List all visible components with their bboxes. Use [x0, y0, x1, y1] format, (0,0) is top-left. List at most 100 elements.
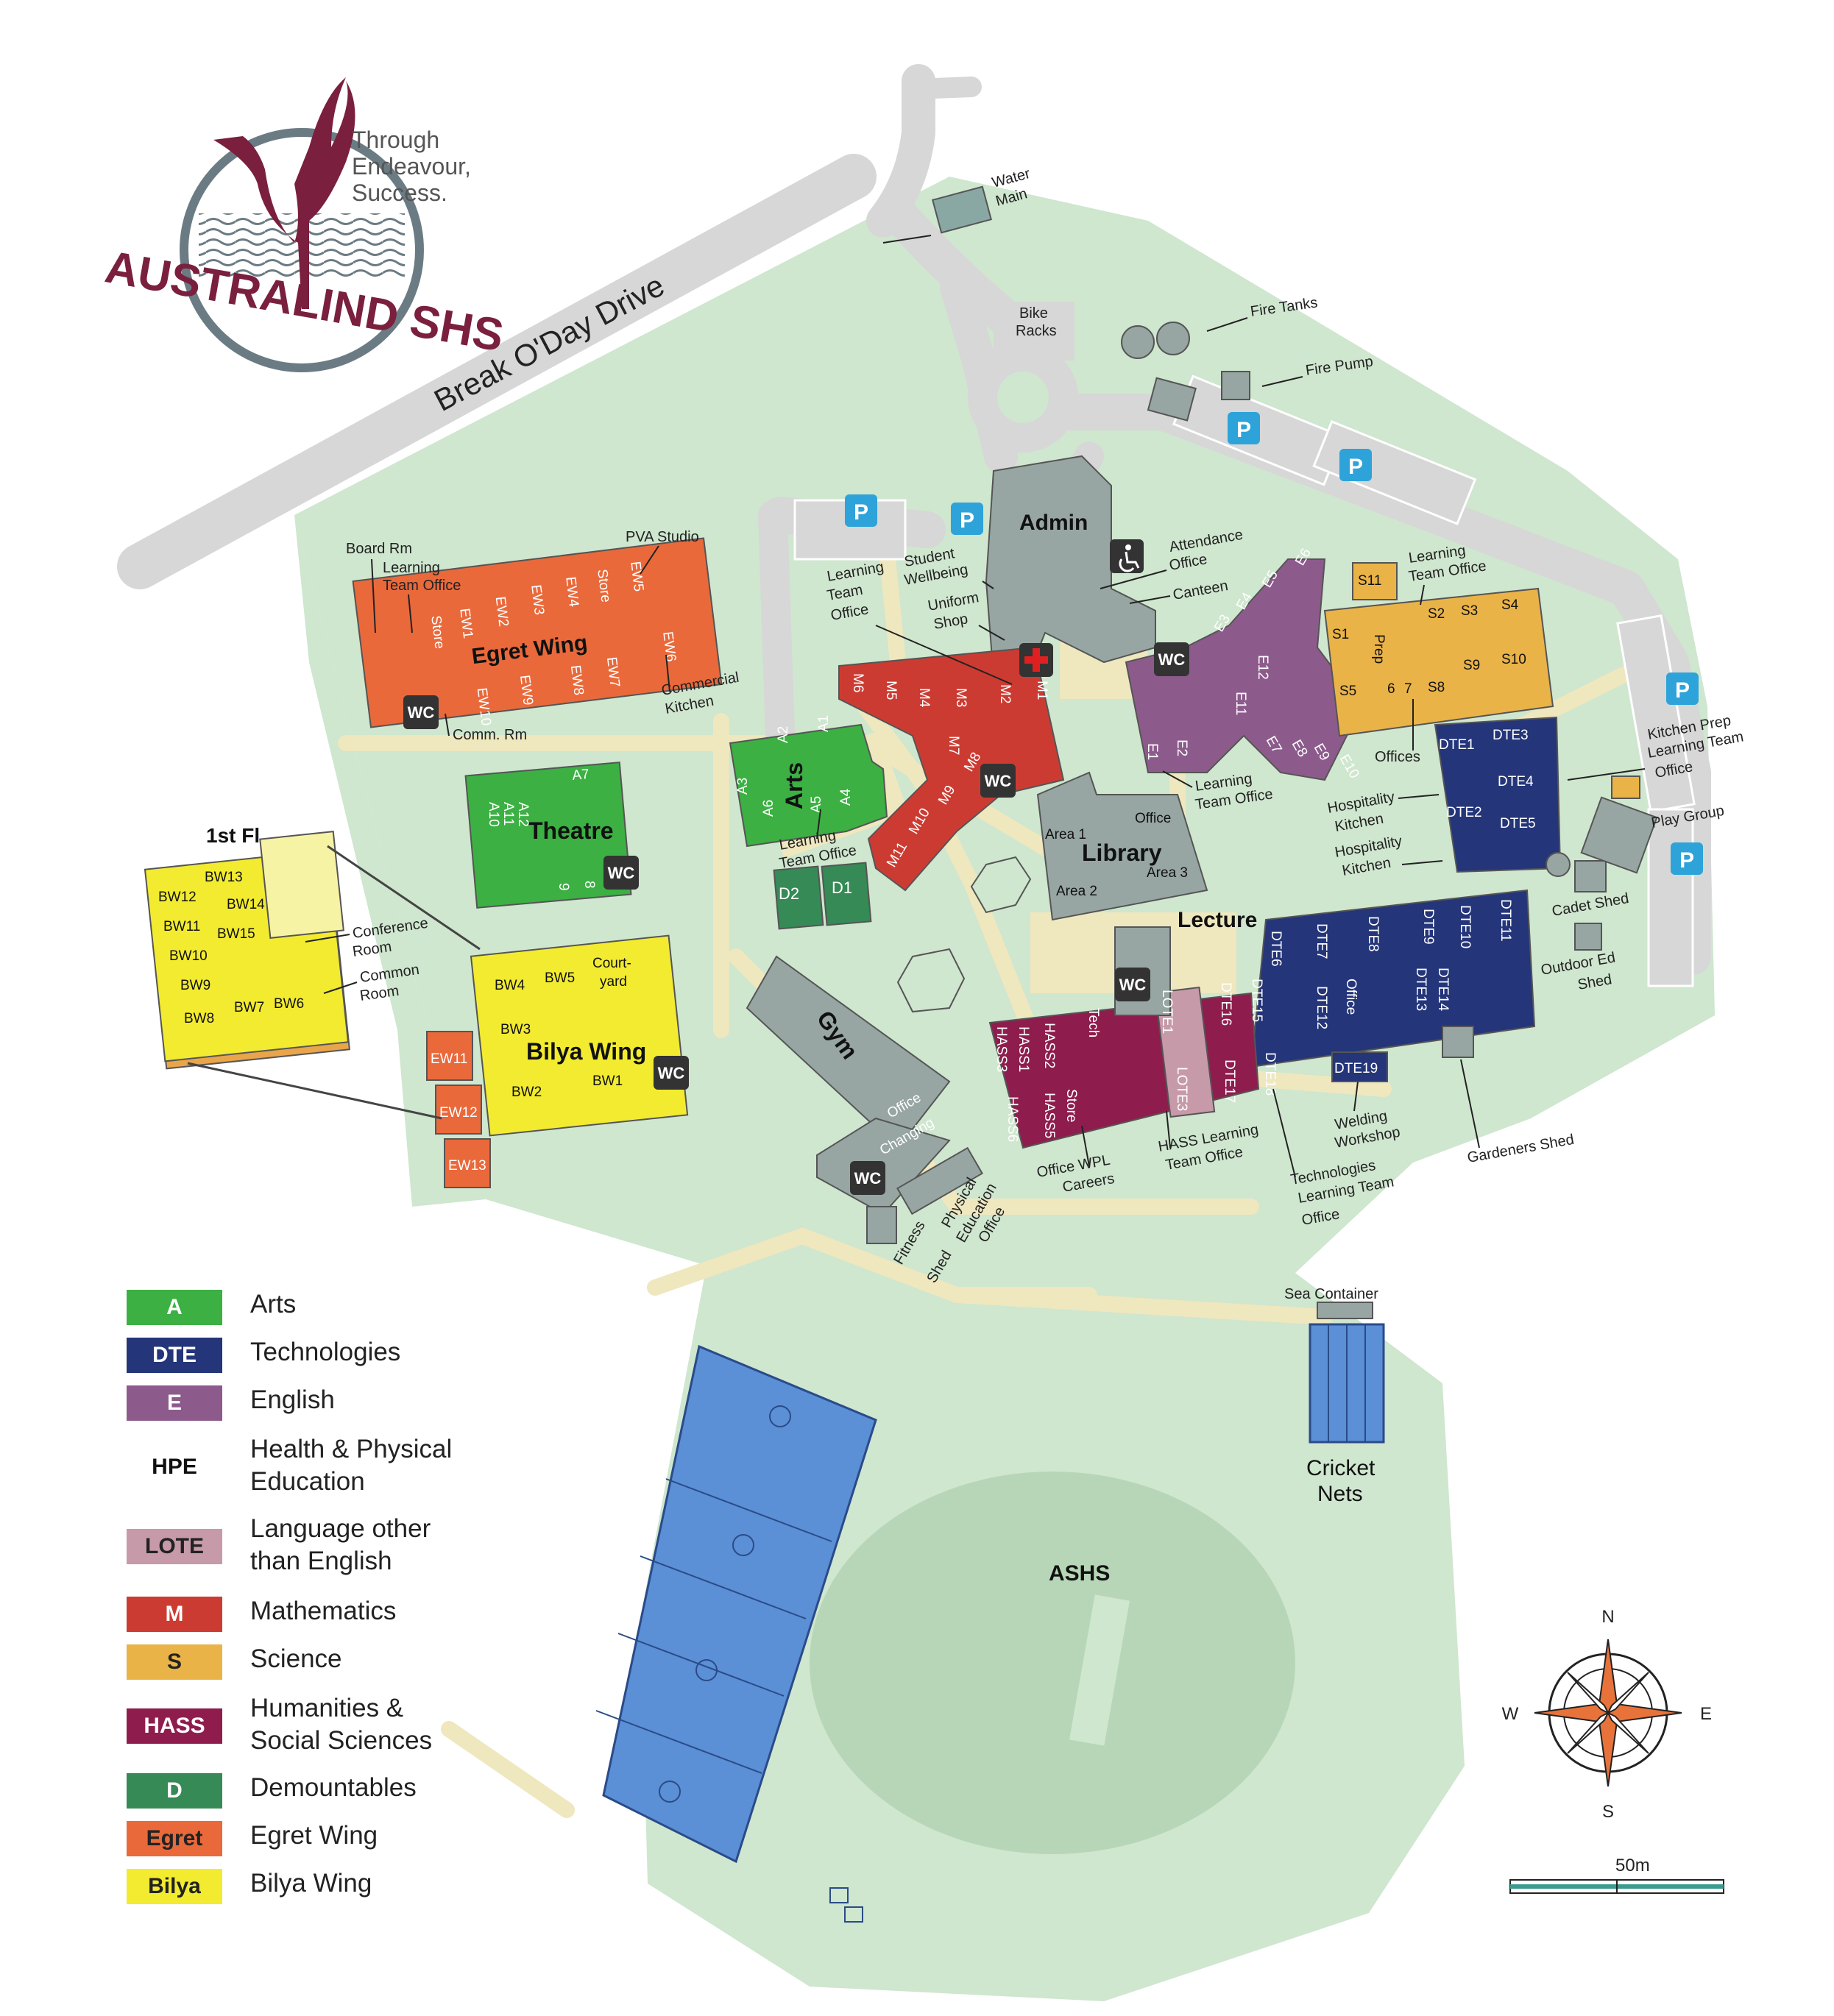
room-label: 6: [1387, 681, 1395, 697]
room-label: EW6: [659, 631, 679, 662]
gazebo: [896, 948, 966, 1013]
fire-tank: [1121, 325, 1155, 359]
oval: [810, 1472, 1295, 1854]
room-label: DTE7: [1314, 923, 1329, 959]
room-label: EW7: [603, 656, 623, 688]
room-label: DTE8: [1365, 916, 1381, 952]
theatre-building: [464, 762, 632, 909]
room-label: BW6: [274, 996, 304, 1012]
room-label: DTE17: [1222, 1060, 1237, 1103]
room-label: BW2: [511, 1085, 542, 1100]
library-building: [1036, 771, 1208, 921]
dte-block-east: [1250, 889, 1536, 1068]
gardeners-shed: [1442, 1026, 1474, 1058]
wc-icon: WC: [980, 764, 1016, 798]
room-label: LOTE3: [1174, 1067, 1189, 1111]
wc-icon: WC: [654, 1056, 689, 1090]
room-label: M2: [997, 684, 1013, 703]
legend-swatch: M: [127, 1597, 222, 1632]
room-label: EW1: [456, 608, 475, 639]
room-label: BW10: [169, 948, 208, 964]
science-s11: [1352, 562, 1398, 600]
callout: Board Rm: [346, 541, 412, 557]
parking-icon: P: [1228, 412, 1260, 444]
room-label: S11: [1358, 573, 1381, 589]
accessibility-icon: [1110, 539, 1144, 573]
room-label: M4: [916, 688, 932, 708]
first-floor-title: 1st Fl: [206, 824, 260, 847]
room-label: Area 2: [1056, 884, 1097, 899]
room-label: S10: [1501, 652, 1526, 667]
parking-markers: P P P P P P: [845, 412, 1703, 875]
room-label: BW13: [205, 870, 243, 885]
pe-office: [896, 1146, 983, 1215]
room-label: BW11: [163, 919, 200, 934]
egret-room-ew12: [435, 1085, 482, 1135]
room-label: yard: [600, 974, 627, 990]
compass-north: N: [1601, 1607, 1614, 1627]
room-label: DTE16: [1218, 982, 1233, 1026]
school-logo: AUSTRALIND SHS: [102, 77, 507, 372]
room-label: S9: [1463, 658, 1480, 673]
wc-icon: WC: [403, 695, 439, 729]
legend-label: Technologies: [250, 1338, 401, 1366]
gym-building: [746, 955, 951, 1149]
gazebo: [970, 856, 1032, 914]
callout: PVA Studio: [626, 529, 699, 545]
play-group: [1580, 796, 1658, 874]
room-label: BW14: [227, 897, 265, 912]
legend-swatch: DTE: [127, 1338, 222, 1373]
svg-text:WC: WC: [1158, 650, 1186, 669]
room-label: M3: [953, 688, 969, 707]
arts-title: Arts: [781, 762, 807, 809]
room-label: DTE2: [1446, 805, 1482, 820]
room-label: EW13: [448, 1158, 486, 1174]
cadet-shed: [1574, 860, 1607, 892]
bilya-first-floor-inset: [144, 831, 481, 1120]
school-motto: Through Endeavour, Success.: [352, 127, 471, 206]
room-label: DTE3: [1493, 728, 1529, 743]
room-label: A12: [515, 802, 531, 827]
room-label: EW5: [627, 561, 646, 592]
legend-label: Mathematics: [250, 1597, 397, 1625]
room-label: BW12: [158, 890, 196, 905]
room-label: A2: [776, 726, 791, 743]
maths-building: [838, 646, 1065, 892]
room-label: DTE10: [1457, 905, 1473, 948]
svg-text:WC: WC: [408, 703, 435, 722]
motto-line: Endeavour,: [352, 153, 471, 180]
callout: Gardeners Shed: [1466, 1132, 1575, 1166]
wc-icon: WC: [1154, 642, 1189, 676]
room-label: A5: [809, 796, 824, 813]
svg-text:P: P: [1236, 418, 1251, 442]
svg-text:WC: WC: [1119, 976, 1147, 994]
room-label: 9: [556, 883, 571, 891]
library-title: Library: [1082, 840, 1162, 866]
legend-label: English: [250, 1385, 335, 1414]
wc-icon: WC: [850, 1161, 885, 1195]
legend-label: Arts: [250, 1290, 297, 1318]
room-label: DTE9: [1420, 909, 1436, 945]
room-label: BW9: [180, 978, 210, 993]
svg-text:P: P: [854, 500, 868, 525]
room-label: DTE12: [1314, 986, 1329, 1029]
legend-swatch: A: [127, 1290, 222, 1325]
parking-icon: P: [951, 503, 983, 535]
room-label: Office: [1343, 979, 1359, 1015]
room-label: S8: [1428, 680, 1445, 695]
egret-room-ew13: [444, 1138, 491, 1188]
room-label: DTE15: [1249, 979, 1264, 1022]
room-label: EW11: [431, 1051, 467, 1067]
room-label: Area 1: [1045, 827, 1086, 842]
room-label: Store: [1063, 1089, 1079, 1122]
service-building: [1147, 377, 1197, 422]
svg-text:WC: WC: [658, 1064, 685, 1082]
first-aid-icon: [1019, 643, 1053, 677]
room-label: BW15: [217, 926, 255, 942]
legend-swatch: LOTE: [127, 1529, 222, 1564]
legend-swatch: S: [127, 1644, 222, 1680]
room-label: EW4: [562, 576, 581, 608]
parking-icon: P: [1339, 449, 1372, 481]
callout: Comm. Rm: [453, 727, 527, 743]
